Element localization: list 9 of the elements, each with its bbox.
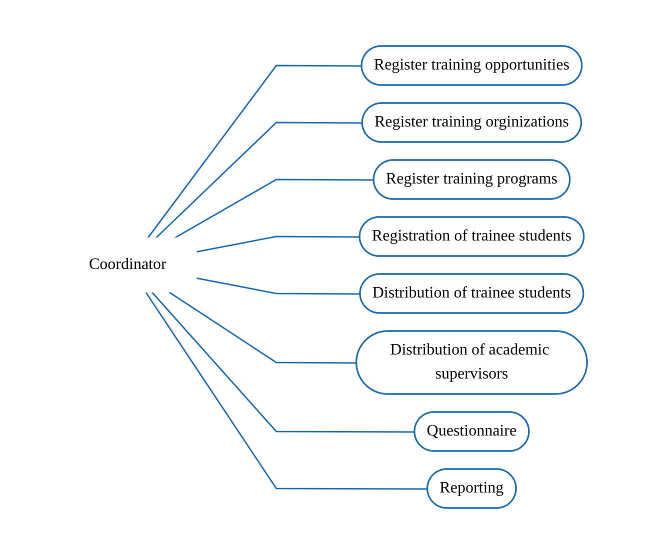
connector	[155, 122, 363, 239]
connector	[147, 64, 362, 238]
connector	[168, 291, 357, 364]
node-text: Coordinator	[88, 256, 166, 273]
connector	[196, 277, 360, 295]
connector	[144, 292, 428, 490]
connector	[196, 236, 360, 253]
connector	[151, 292, 415, 433]
connector	[174, 178, 374, 239]
